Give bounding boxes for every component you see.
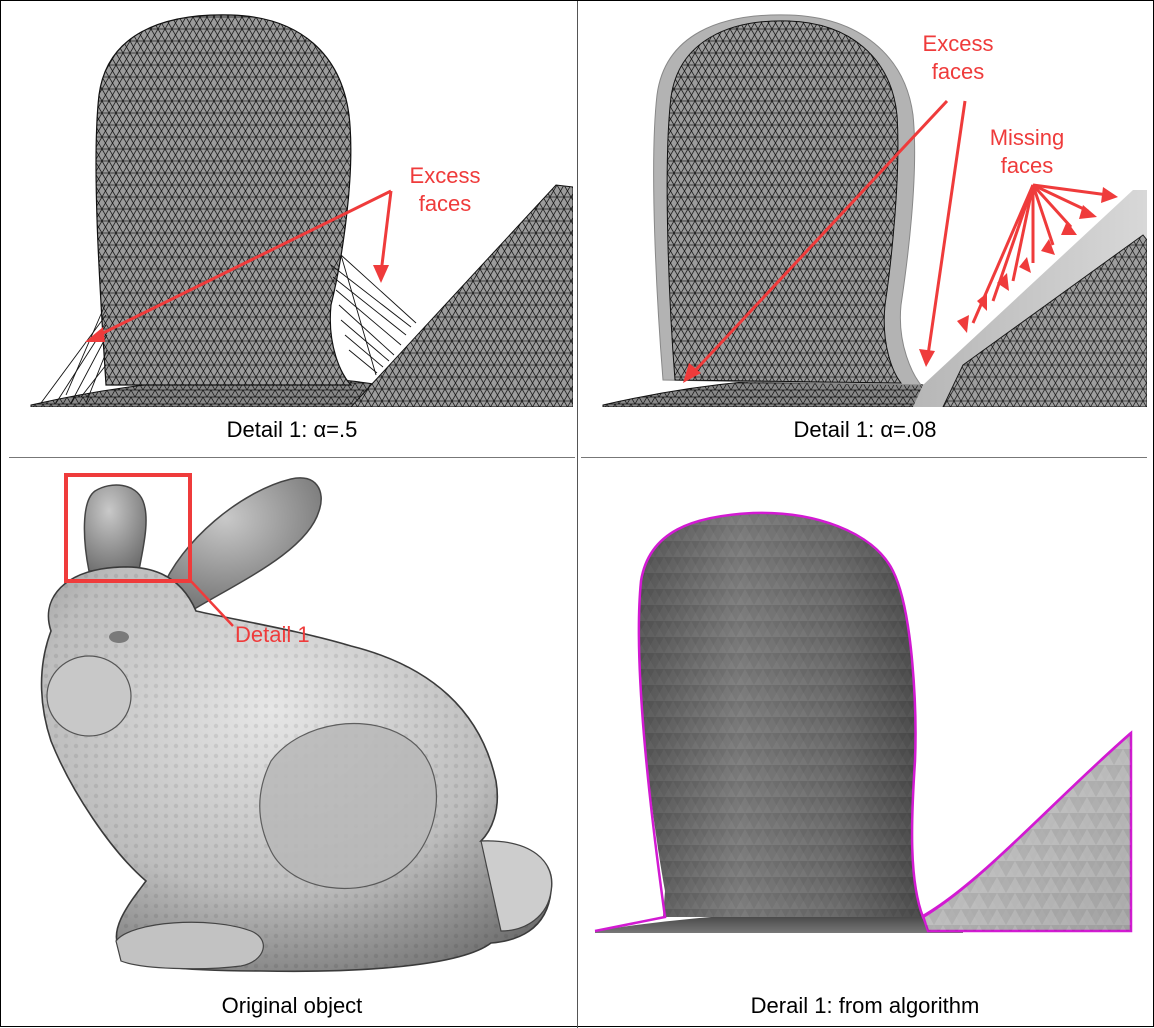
panel-top-right: Excess faces Missing faces — [583, 5, 1147, 407]
bunny-ear-left — [84, 485, 146, 571]
bunny-ear-right — [161, 478, 321, 611]
annotation-detail: Detail 1 — [235, 622, 310, 647]
ear-mesh-main — [96, 15, 351, 385]
annotation-excess-line1: Excess — [923, 31, 994, 56]
horizontal-divider-left — [9, 457, 575, 458]
bunny-haunch — [260, 724, 437, 889]
ear-mesh-right — [351, 185, 573, 407]
ear-mesh-main — [667, 21, 901, 383]
panel-bottom-right — [583, 461, 1147, 993]
caption-bottom-right: Derail 1: from algorithm — [583, 993, 1147, 1019]
bunny-snout — [47, 656, 131, 736]
annotation-excess-line1: Excess — [410, 163, 481, 188]
vertical-divider — [577, 1, 578, 1028]
caption-top-right: Detail 1: α=.08 — [583, 417, 1147, 443]
annotation-excess-line2: faces — [932, 59, 985, 84]
horizontal-divider-right — [581, 457, 1147, 458]
annotation-missing-line2: faces — [1001, 153, 1054, 178]
annotation-missing-line1: Missing — [990, 125, 1065, 150]
caption-bottom-left: Original object — [11, 993, 573, 1019]
arrowhead — [373, 265, 389, 283]
bunny-eye — [109, 631, 129, 643]
annotation-excess-line2: faces — [419, 191, 472, 216]
bunny-foot-front — [116, 922, 263, 968]
panel-bottom-left: Detail 1 — [11, 461, 573, 993]
panel-top-left: Excess faces — [11, 5, 573, 407]
caption-top-left: Detail 1: α=.5 — [11, 417, 573, 443]
